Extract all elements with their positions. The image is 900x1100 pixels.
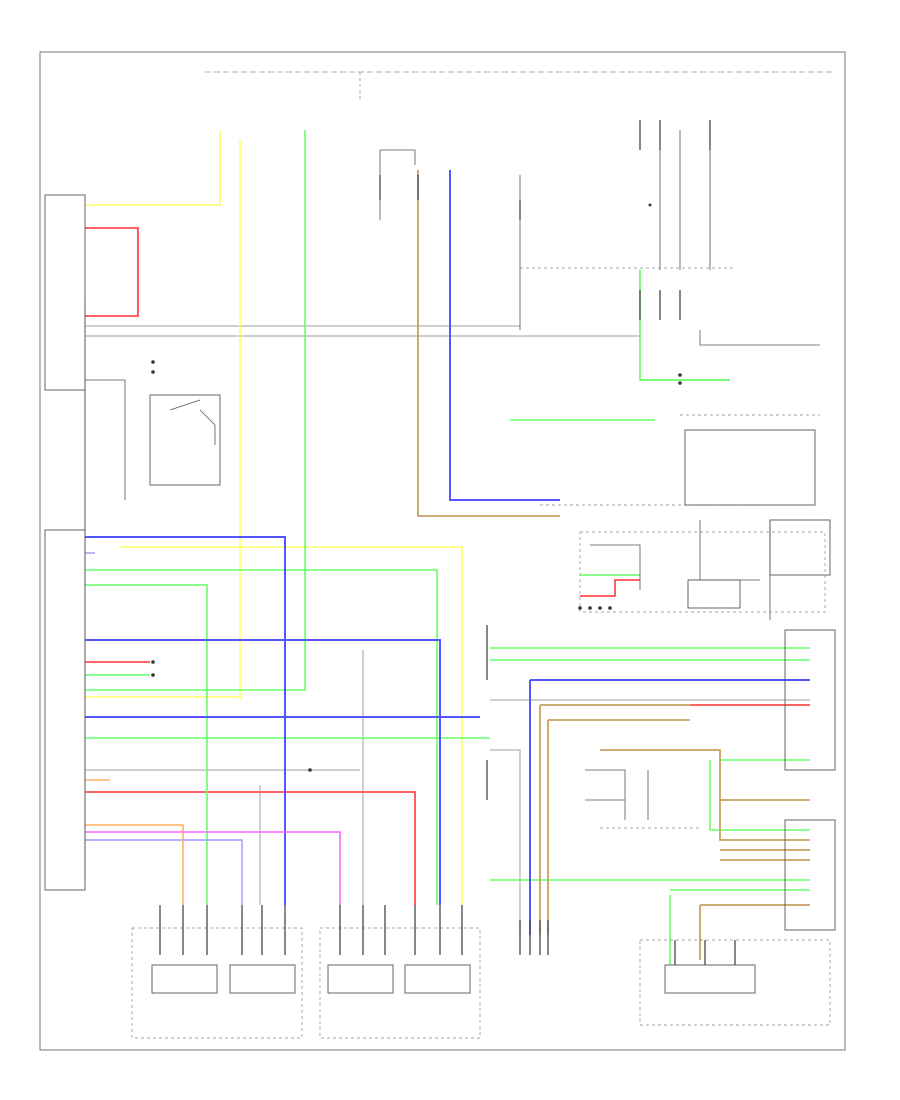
junction-dots — [151, 203, 682, 772]
diagram-frame — [39, 51, 846, 1051]
relay-boxes — [579, 429, 836, 931]
harness-marks — [379, 120, 711, 800]
pink-wires — [85, 831, 341, 905]
red-wires — [85, 227, 810, 905]
main-ecu-block — [44, 194, 86, 891]
orange-wires — [85, 779, 184, 905]
headlight-switch — [149, 394, 221, 486]
left-headlight — [131, 927, 303, 1039]
harness-dashes — [359, 72, 820, 829]
tan-wires — [417, 170, 810, 960]
yellow-wires — [85, 130, 463, 905]
gray-wires — [85, 270, 810, 935]
light-blue-wires — [85, 552, 243, 905]
black-wires — [85, 120, 820, 820]
connector-pins — [159, 905, 736, 965]
green-wires — [85, 130, 810, 965]
blue-wires — [85, 170, 810, 935]
right-headlight — [319, 927, 481, 1039]
lower-right-module — [639, 939, 831, 1026]
